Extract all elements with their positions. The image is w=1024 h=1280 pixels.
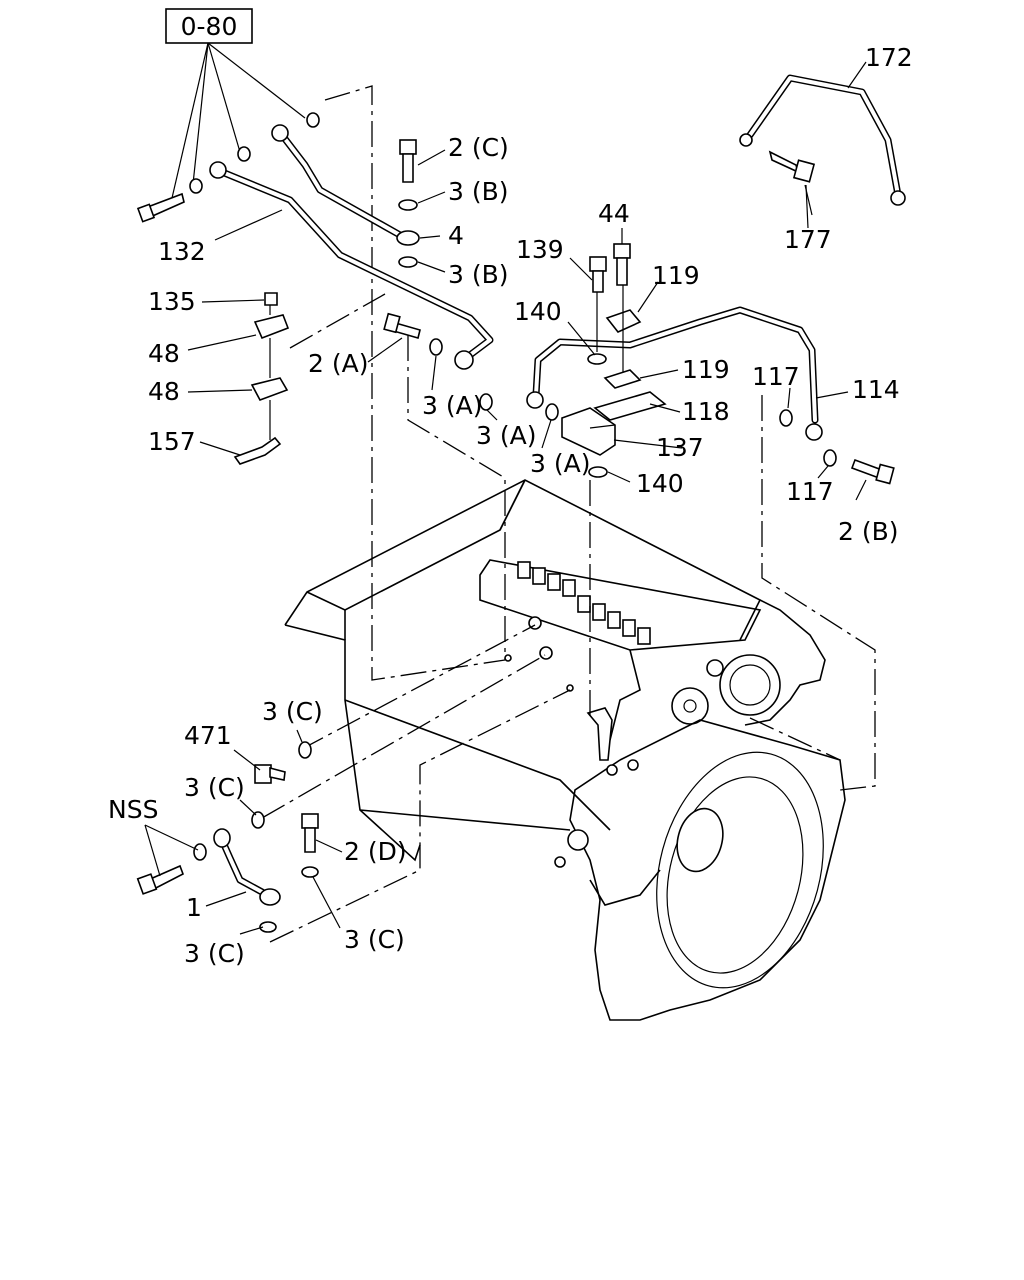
callout-119-mid[interactable]: 119 xyxy=(682,355,730,384)
callout-140-low[interactable]: 140 xyxy=(636,469,684,498)
callout-117-low[interactable]: 117 xyxy=(786,477,834,506)
bracket-137[interactable] xyxy=(561,407,616,456)
pipe-172[interactable] xyxy=(739,74,906,206)
injector-row xyxy=(517,561,651,645)
reference-box-label: 0-80 xyxy=(181,12,238,41)
callout-140-top[interactable]: 140 xyxy=(514,297,562,326)
bolt-2c[interactable] xyxy=(399,139,417,183)
washer-top-left-2[interactable] xyxy=(237,146,251,162)
bolt-top-left[interactable] xyxy=(136,192,185,223)
washer-3c-4[interactable] xyxy=(259,921,277,933)
callout-177[interactable]: 177 xyxy=(784,225,832,254)
callout-2a[interactable]: 2 (A) xyxy=(308,349,368,378)
bolt-2a[interactable] xyxy=(383,312,421,339)
bolt-44[interactable] xyxy=(613,243,631,286)
callout-119-top[interactable]: 119 xyxy=(652,261,700,290)
washer-3a-1[interactable] xyxy=(429,338,443,356)
bolt-471[interactable] xyxy=(254,764,286,784)
callout-132[interactable]: 132 xyxy=(158,237,206,266)
callout-nss[interactable]: NSS xyxy=(108,795,158,824)
bolt-nss[interactable] xyxy=(136,864,184,895)
callout-3a-1[interactable]: 3 (A) xyxy=(422,391,482,420)
washer-3c-2[interactable] xyxy=(251,811,265,829)
pipe-1[interactable] xyxy=(213,828,281,906)
callout-2b[interactable]: 2 (B) xyxy=(838,517,899,546)
callout-3c-3[interactable]: 3 (C) xyxy=(184,939,245,968)
callout-leaders xyxy=(144,61,867,935)
plate-118[interactable] xyxy=(593,391,667,421)
callout-117-top[interactable]: 117 xyxy=(752,362,800,391)
callout-157[interactable]: 157 xyxy=(148,427,196,456)
clamp-119-low[interactable] xyxy=(603,369,642,389)
callout-2c[interactable]: 2 (C) xyxy=(448,133,509,162)
callout-471[interactable]: 471 xyxy=(184,721,232,750)
washer-3a-2[interactable] xyxy=(479,393,493,411)
bolt-2d[interactable] xyxy=(301,813,319,853)
washer-117-top[interactable] xyxy=(779,409,793,427)
bolt-2b[interactable] xyxy=(850,458,895,485)
washer-3c-3[interactable] xyxy=(301,866,319,878)
clamp-assembly-left[interactable] xyxy=(233,292,290,465)
washer-3b-top[interactable] xyxy=(398,199,418,211)
washer-117-low[interactable] xyxy=(823,449,837,467)
callout-48-top[interactable]: 48 xyxy=(148,339,180,368)
callout-135[interactable]: 135 xyxy=(148,287,196,316)
callout-118[interactable]: 118 xyxy=(682,397,730,426)
callout-172[interactable]: 172 xyxy=(865,43,913,72)
assembly-lines xyxy=(261,85,876,943)
callout-3b-top[interactable]: 3 (B) xyxy=(448,177,509,206)
callout-48-low[interactable]: 48 xyxy=(148,377,180,406)
washer-top-left-1[interactable] xyxy=(189,178,203,194)
callout-3c-1[interactable]: 3 (C) xyxy=(262,697,323,726)
pipe-132[interactable] xyxy=(209,161,494,370)
callout-2d[interactable]: 2 (D) xyxy=(344,837,407,866)
reference-box[interactable]: 0-80 xyxy=(165,8,253,44)
washer-nss[interactable] xyxy=(193,843,207,861)
washer-top-left-3[interactable] xyxy=(306,112,320,128)
banjo-4[interactable] xyxy=(396,230,420,246)
bolt-139[interactable] xyxy=(589,256,607,293)
callout-4[interactable]: 4 xyxy=(448,221,464,250)
pipe-upper[interactable] xyxy=(271,124,404,239)
callout-3a-2[interactable]: 3 (A) xyxy=(476,421,536,450)
callout-44[interactable]: 44 xyxy=(598,199,630,228)
washer-140-top[interactable] xyxy=(587,353,607,365)
engine-block xyxy=(284,479,846,1021)
washer-3a-3[interactable] xyxy=(545,403,559,421)
callout-3a-3[interactable]: 3 (A) xyxy=(530,449,590,478)
callout-3c-2[interactable]: 3 (C) xyxy=(184,773,245,802)
callout-3b-low[interactable]: 3 (B) xyxy=(448,260,509,289)
callout-3c-4[interactable]: 3 (C) xyxy=(344,925,405,954)
pipe-114[interactable] xyxy=(526,306,823,441)
callout-139[interactable]: 139 xyxy=(516,235,564,264)
callout-137[interactable]: 137 xyxy=(656,433,704,462)
washer-3c-1[interactable] xyxy=(298,741,312,759)
callout-114[interactable]: 114 xyxy=(852,375,900,404)
washer-140-low[interactable] xyxy=(588,466,608,478)
callout-1[interactable]: 1 xyxy=(186,893,202,922)
callout-labels: 172 177 132 2 (C) 3 (B) 4 3 (B) 44 139 1… xyxy=(108,43,913,968)
reference-leaders xyxy=(171,42,306,199)
washer-3b-low[interactable] xyxy=(398,256,418,268)
flywheel-housing xyxy=(554,719,846,1021)
